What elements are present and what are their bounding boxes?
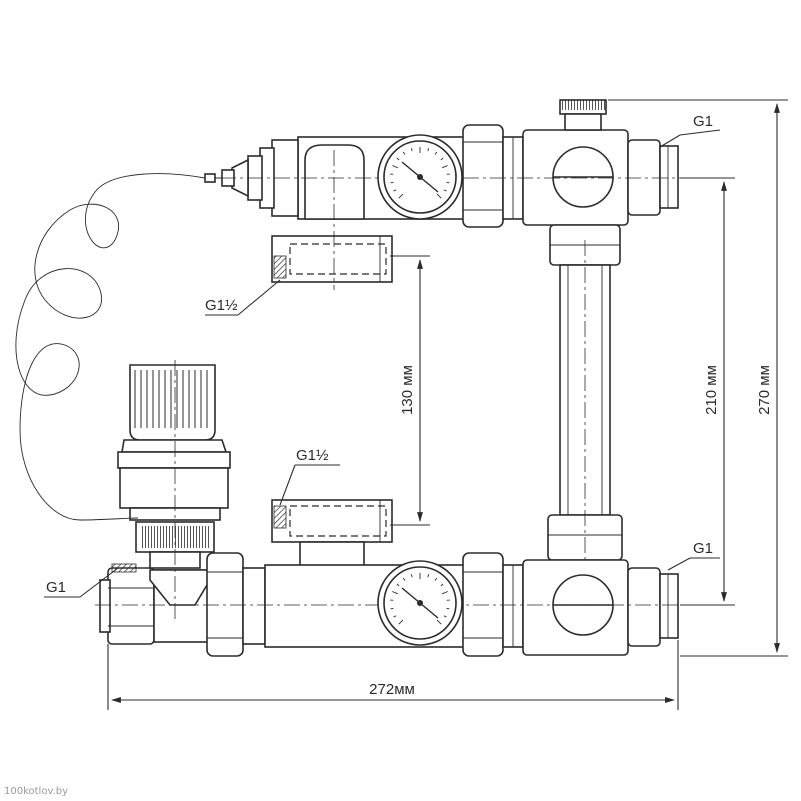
dimension-lines [107,99,788,710]
gauge-tick [410,148,413,152]
gauge-tick [398,193,404,199]
bypass-tube [547,240,623,561]
capillary-tube [15,173,206,521]
label-leaders [44,129,721,598]
gauge-tick [402,577,406,581]
label-top-right-g1: G1 [693,113,713,130]
gauge-tick [446,181,450,184]
gauge-tick [398,619,404,625]
gauge-tick [443,615,447,618]
label-middle-g1-half: G1½ [296,447,329,464]
gauge-tick [392,165,398,169]
gauge-tick [427,574,430,578]
thermostatic-head [111,360,231,620]
label-bottom-right-g1: G1 [693,540,713,557]
gauge-tick [440,583,444,587]
label-upper-g1-half: G1½ [205,297,238,314]
gauge-tick [434,577,438,581]
dim-label-130: 130 мм [399,365,416,415]
gauge-tick [434,151,438,155]
gauge-tick [440,157,444,161]
gauge-tick [393,615,397,618]
label-bottom-left-g1: G1 [46,579,66,596]
bottom-pressure-gauge [377,560,463,646]
gauge-tick [446,607,450,610]
gauge-tick [396,583,400,587]
middle-port-g1-half [271,499,393,569]
upper-port-g1-half [271,150,393,290]
gauge-tick [402,151,406,155]
gauge-tick [390,607,394,610]
gauge-tick [436,619,442,625]
dim-label-270: 270 мм [756,365,773,415]
dim-label-272: 272мм [369,681,415,698]
dim-label-210: 210 мм [703,365,720,415]
gauge-tick [393,189,397,192]
gauge-tick [442,165,448,169]
gauge-tick [436,193,442,199]
gauge-tick [427,148,430,152]
top-pressure-gauge [377,134,463,220]
gauge-tick [442,591,448,595]
gauge-tick [390,181,394,184]
gauge-tick [410,574,413,578]
watermark: 100kotlov.by [4,786,68,797]
gauge-tick [392,591,398,595]
gauge-tick [443,189,447,192]
gauge-tick [396,157,400,161]
